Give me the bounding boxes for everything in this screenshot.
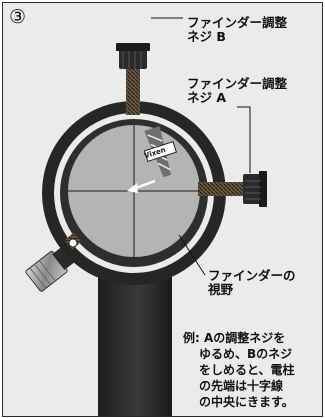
leader-field-of-view — [178, 234, 206, 276]
finder-tube-body — [98, 275, 172, 416]
leader-screw-a — [237, 106, 251, 173]
finder-scope-diagram: Vixen — [25, 17, 267, 416]
note-line-2: ゆるめ、Bのネジ — [199, 347, 293, 361]
label-field-of-view-line2: 視野 — [208, 282, 234, 297]
label-screw-a-line1: ファインダー調整 — [187, 76, 288, 91]
step-number: ③ — [9, 6, 27, 28]
note-line-4: の先端は十字線 — [199, 379, 284, 393]
label-screw-b-line2: ネジ B — [187, 29, 226, 44]
label-screw-b-line1: ファインダー調整 — [187, 15, 288, 30]
movement-arrow — [127, 179, 156, 193]
screw-a — [198, 171, 267, 207]
eyepiece — [25, 244, 78, 292]
label-screw-a-line2: ネジ A — [187, 90, 227, 105]
note-line-5: の中央にきます。 — [199, 395, 294, 409]
screw-b — [116, 43, 150, 115]
note-line-3: をしめると、電柱 — [199, 363, 295, 377]
label-field-of-view-line1: ファインダーの — [208, 268, 296, 283]
note-line-1: 例: Aの調整ネジを — [183, 331, 286, 345]
screw-c — [64, 232, 82, 250]
utility-pole — [143, 126, 178, 178]
